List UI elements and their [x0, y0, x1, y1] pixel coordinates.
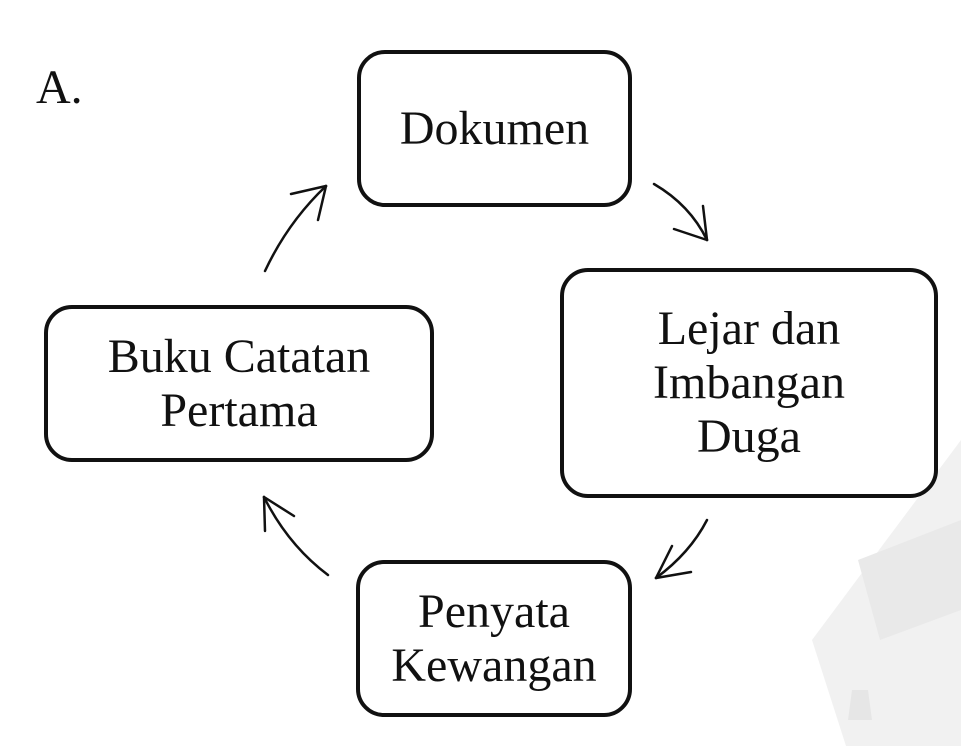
arrow-penyata-to-buku [262, 495, 330, 577]
box-lejar-line-2: Imbangan [653, 356, 845, 409]
box-penyata-line-1: Penyata [418, 584, 570, 638]
arrow-dokumen-to-lejar [652, 182, 709, 242]
box-buku-line-2: Pertama [160, 383, 318, 437]
box-dokumen: Dokumen [357, 50, 632, 207]
box-penyata-line-2: Kewangan [391, 638, 597, 692]
box-buku-line-1: Buku Catatan [107, 329, 371, 383]
box-lejar-line-1: Lejar dan [657, 302, 841, 355]
box-lejar-dan-imbangan-duga: Lejar dan Imbangan Duga [560, 268, 938, 498]
box-buku-catatan-pertama: Buku Catatan Pertama [44, 305, 434, 462]
arrow-lejar-to-penyata [654, 518, 709, 580]
arrow-buku-to-dokumen [263, 184, 328, 273]
box-lejar-line-3: Duga [697, 410, 801, 463]
box-dokumen-line-1: Dokumen [399, 101, 590, 155]
option-label: A. [36, 61, 83, 114]
box-penyata-kewangan: Penyata Kewangan [356, 560, 632, 717]
